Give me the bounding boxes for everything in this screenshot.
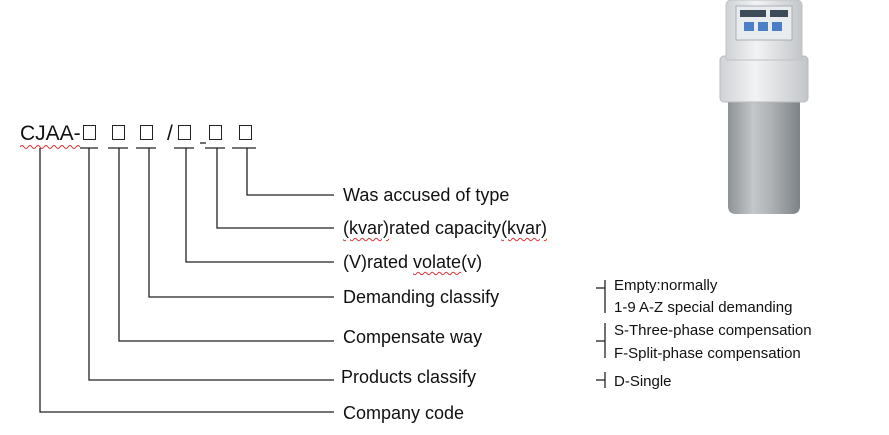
note-compensate-1: F-Split-phase compensation — [614, 345, 801, 362]
label-voltage-suffix: (v) — [461, 252, 483, 272]
label-capacity: (kvar)rated capacity(kvar) — [343, 217, 547, 239]
label-products: Products classify — [341, 367, 477, 387]
code-box-voltage — [178, 125, 191, 140]
label-demanding: Demanding classify — [343, 287, 500, 307]
label-capacity-text: rated capacity — [389, 218, 502, 238]
code-slash: / — [167, 122, 173, 145]
label-company: Company code — [343, 403, 465, 423]
model-code-prefix: CJAA- — [20, 122, 81, 145]
code-box-capacity — [209, 125, 222, 140]
spellcheck-underline — [20, 145, 81, 149]
label-capacity-unit-2: (kvar) — [501, 218, 548, 238]
code-box-type — [239, 125, 252, 140]
capacitor-device-icon — [719, 0, 809, 214]
code-box-compensate — [112, 125, 125, 140]
code-box-demanding — [140, 125, 153, 140]
code-box-products — [83, 125, 96, 140]
note-compensate-0: S-Three-phase compensation — [614, 322, 812, 339]
model-code: CJAA- — [20, 121, 81, 147]
label-type: Was accused of type — [343, 185, 510, 205]
label-voltage: (V)rated volate(v) — [343, 251, 482, 273]
note-demanding-1: 1-9 A-Z special demanding — [614, 299, 793, 316]
note-demanding-0: Empty:normally — [614, 277, 718, 294]
label-capacity-unit-1: (kvar) — [343, 218, 389, 238]
label-voltage-prefix: (V)rated — [343, 252, 414, 272]
note-products-0: D-Single — [614, 373, 672, 390]
label-voltage-word: volate — [413, 252, 462, 272]
label-compensate: Compensate way — [343, 327, 483, 347]
